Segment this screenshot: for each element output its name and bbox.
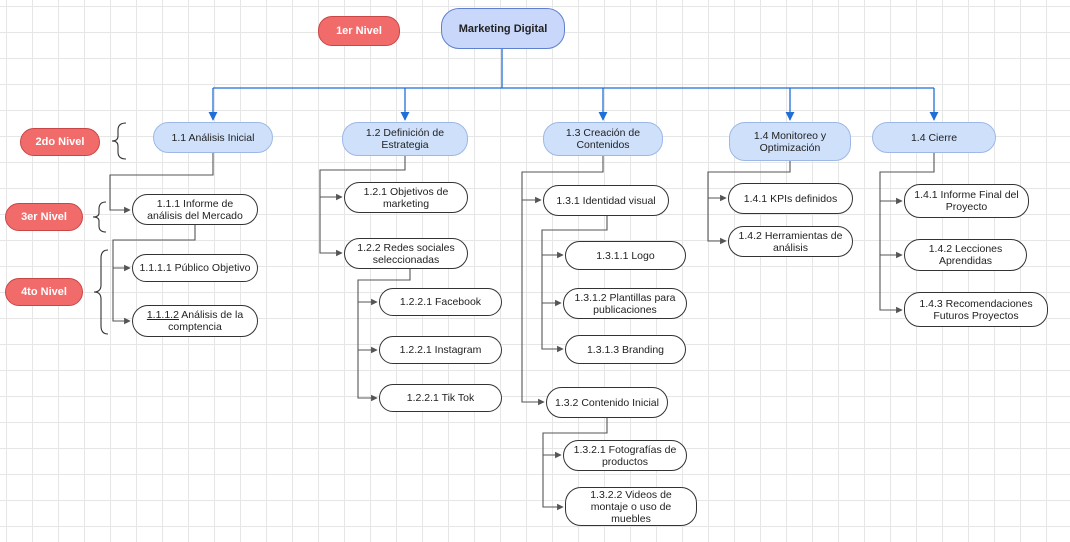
node-1-1-analisis-inicial[interactable]: 1.1 Análisis Inicial [153, 122, 273, 153]
brace-2do-nivel [111, 122, 127, 160]
level-2-tag: 2do Nivel [20, 128, 100, 156]
node-1-4-1-kpis[interactable]: 1.4.1 KPIs definidos [728, 183, 853, 214]
node-1-3-1-identidad-visual[interactable]: 1.3.1 Identidad visual [543, 185, 669, 216]
brace-3er-nivel [92, 201, 107, 233]
node-1-3-2-1-fotografias[interactable]: 1.3.2.1 Fotografías de productos [563, 440, 687, 471]
node-1-4-3-recomendaciones[interactable]: 1.4.3 Recomendaciones Futuros Proyectos [904, 292, 1048, 327]
node-1-2-definicion-estrategia[interactable]: 1.2 Definición de Estrategia [342, 122, 468, 156]
node-1-4-monitoreo-optimizacion[interactable]: 1.4 Monitoreo y Optimización [729, 122, 851, 161]
node-1-3-1-3-branding[interactable]: 1.3.1.3 Branding [565, 335, 686, 364]
node-1-2-2-1-facebook[interactable]: 1.2.2.1 Facebook [379, 288, 502, 316]
node-code-underlined: 1.1.1.2 [146, 309, 179, 321]
node-1-4-2-herramientas-analisis[interactable]: 1.4.2 Herramientas de análisis [728, 226, 853, 257]
node-1-2-2-redes-sociales[interactable]: 1.2.2 Redes sociales seleccionadas [344, 238, 468, 269]
node-1-3-creacion-contenidos[interactable]: 1.3 Creación de Contenidos [543, 122, 663, 156]
brace-4to-nivel [93, 249, 109, 335]
level-4-tag: 4to Nivel [5, 278, 83, 306]
node-1-4-2-lecciones[interactable]: 1.4.2 Lecciones Aprendidas [904, 239, 1027, 271]
node-1-1-1-2-analisis-competencia[interactable]: 1.1.1.2 Análisis de la comptencia [132, 305, 258, 337]
node-1-2-2-1-instagram[interactable]: 1.2.2.1 Instagram [379, 336, 502, 364]
node-1-4-1-informe-final[interactable]: 1.4.1 Informe Final del Proyecto [904, 184, 1029, 218]
node-1-3-1-2-plantillas[interactable]: 1.3.1.2 Plantillas para publicaciones [563, 288, 687, 319]
node-1-1-1-1-publico-objetivo[interactable]: 1.1.1.1 Público Objetivo [132, 254, 258, 282]
node-1-2-2-1-tiktok[interactable]: 1.2.2.1 Tik Tok [379, 384, 502, 412]
node-1-4-cierre[interactable]: 1.4 Cierre [872, 122, 996, 153]
node-1-2-1-objetivos-marketing[interactable]: 1.2.1 Objetivos de marketing [344, 182, 468, 213]
node-1-1-1-informe-mercado[interactable]: 1.1.1 Informe de análisis del Mercado [132, 194, 258, 225]
node-1-3-1-1-logo[interactable]: 1.3.1.1 Logo [565, 241, 686, 270]
node-label: Análisis de la comptencia [168, 309, 244, 333]
level-1-tag: 1er Nivel [318, 16, 400, 46]
root-node-marketing-digital[interactable]: Marketing Digital [441, 8, 565, 49]
level-3-tag: 3er Nivel [5, 203, 83, 231]
node-1-3-2-2-videos[interactable]: 1.3.2.2 Videos de montaje o uso de muebl… [565, 487, 697, 526]
node-1-3-2-contenido-inicial[interactable]: 1.3.2 Contenido Inicial [546, 387, 668, 418]
